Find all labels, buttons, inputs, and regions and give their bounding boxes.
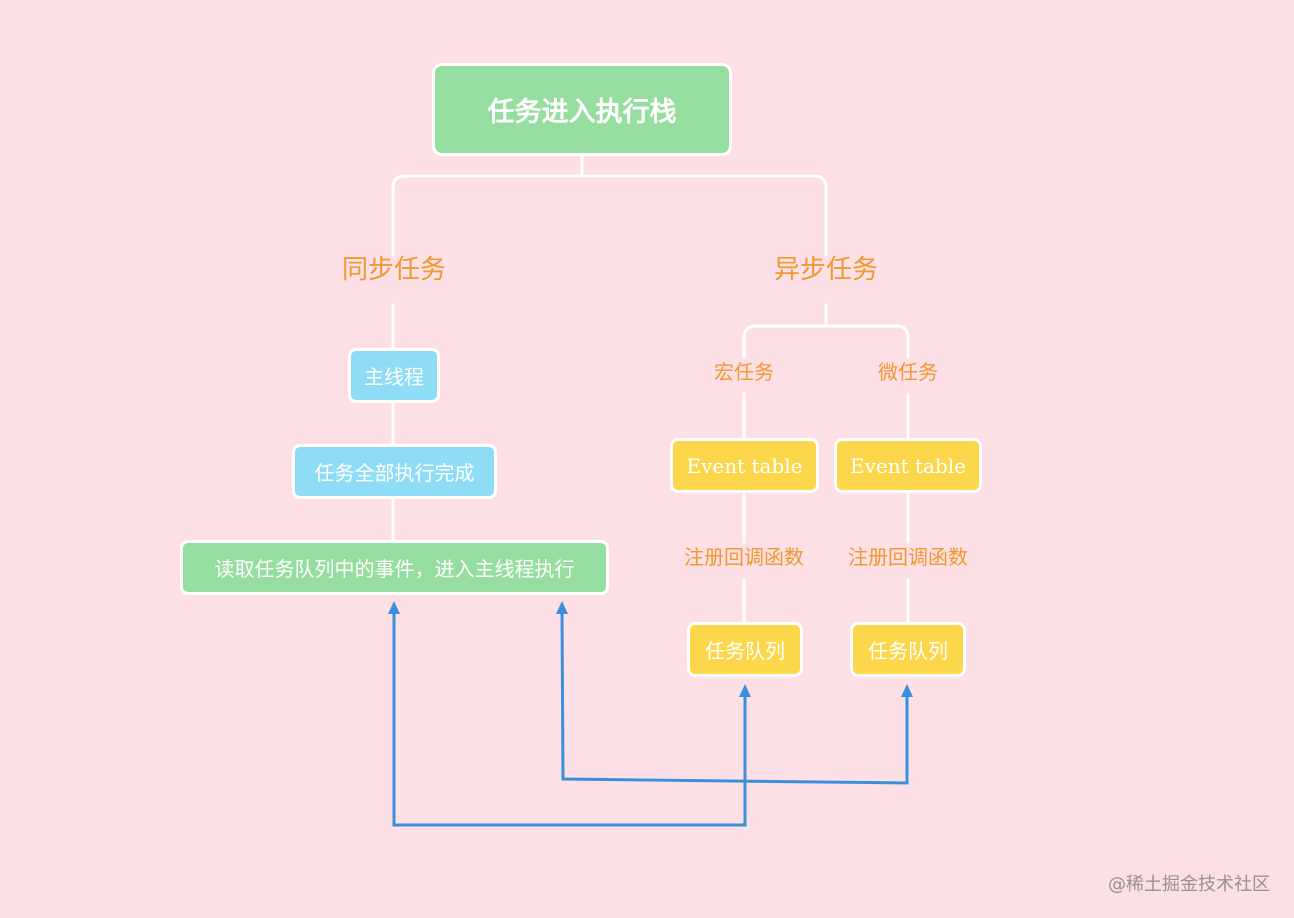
macro-queue-label: 任务队列 <box>705 639 785 663</box>
micro-event-table-node: Event table <box>834 438 982 493</box>
root-node: 任务进入执行栈 <box>432 63 732 156</box>
connector-root-branch <box>391 174 828 257</box>
all-done-label: 任务全部执行完成 <box>314 461 475 485</box>
arrowhead-to-macro-queue <box>739 684 751 697</box>
connector-async-branch <box>742 324 910 359</box>
read-queue-node: 读取任务队列中的事件，进入主线程执行 <box>180 540 609 595</box>
arrow-loop-right <box>560 611 909 785</box>
micro-queue-label: 任务队列 <box>868 639 948 663</box>
micro-register-label: 注册回调函数 <box>848 545 968 569</box>
main-thread-node: 主线程 <box>348 348 440 403</box>
arrowhead-to-read-right <box>556 601 568 614</box>
macro-task-label: 宏任务 <box>714 360 774 384</box>
sync-task-label: 同步任务 <box>341 255 447 285</box>
root-label: 任务进入执行栈 <box>487 97 677 128</box>
arrowhead-to-micro-queue <box>901 684 913 697</box>
macro-queue-node: 任务队列 <box>687 622 803 677</box>
micro-event-table-label: Event table <box>849 453 966 478</box>
watermark: @稀土掘金技术社区 <box>1108 874 1270 895</box>
async-task-label: 异步任务 <box>773 255 879 285</box>
macro-register-label: 注册回调函数 <box>684 545 804 569</box>
arrowhead-to-read-left <box>388 601 400 614</box>
main-thread-label: 主线程 <box>364 365 424 389</box>
macro-event-table-node: Event table <box>670 438 819 493</box>
micro-queue-node: 任务队列 <box>850 622 966 677</box>
all-done-node: 任务全部执行完成 <box>292 444 497 499</box>
micro-task-label: 微任务 <box>878 360 938 384</box>
macro-event-table-label: Event table <box>686 453 803 478</box>
arrow-loop-left <box>392 612 747 827</box>
read-queue-label: 读取任务队列中的事件，进入主线程执行 <box>214 557 575 581</box>
